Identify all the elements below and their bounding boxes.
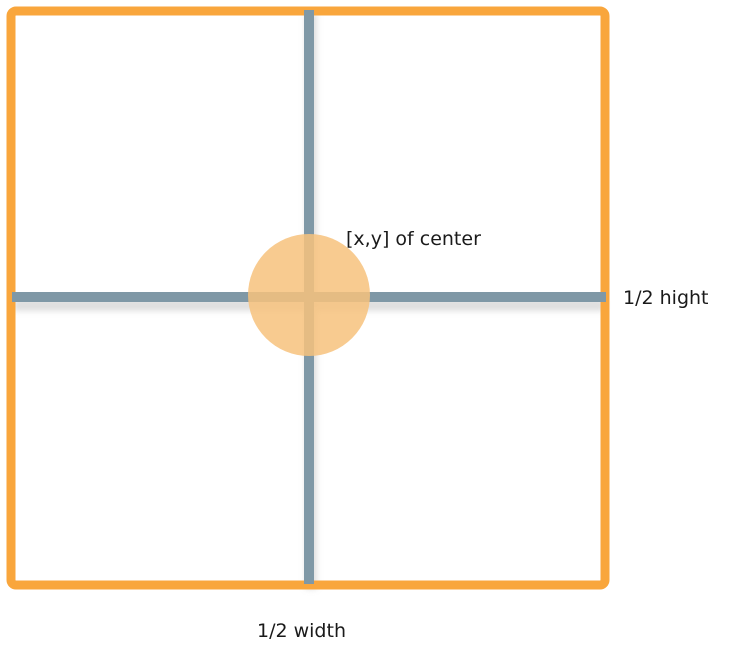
- half-height-label: 1/2 hight: [623, 287, 709, 309]
- half-width-label: 1/2 width: [257, 620, 346, 642]
- center-point-marker: [248, 234, 370, 356]
- center-coordinate-label: [x,y] of center: [346, 228, 481, 250]
